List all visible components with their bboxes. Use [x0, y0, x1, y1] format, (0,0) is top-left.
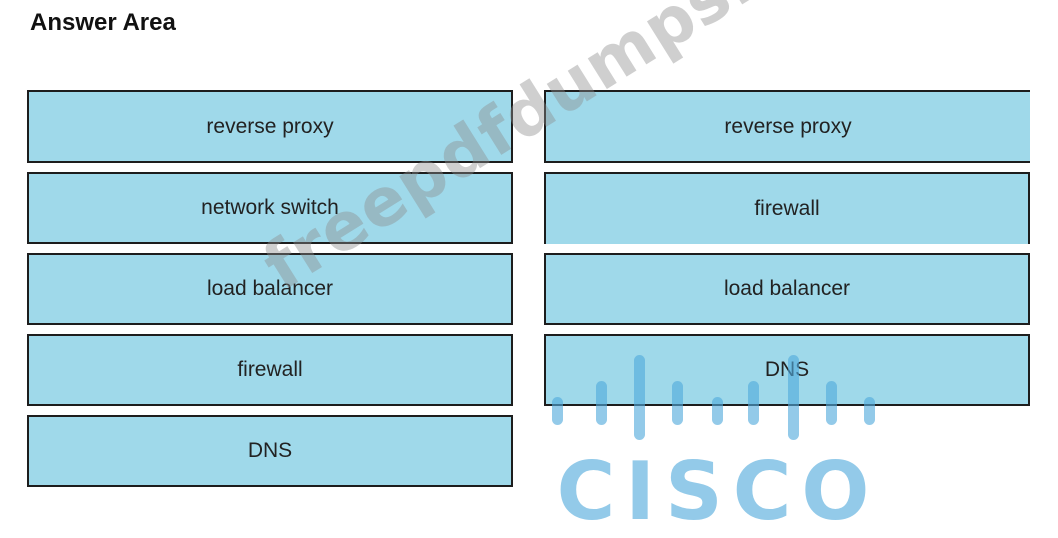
logo-wordmark: CISCO	[556, 445, 880, 538]
answer-label: DNS	[764, 358, 810, 381]
option-label: firewall	[237, 358, 303, 381]
answer-area-title: Answer Area	[30, 9, 176, 36]
option-label: reverse proxy	[206, 114, 334, 138]
option-load-balancer[interactable]: load balancer	[27, 253, 513, 325]
option-label: DNS	[247, 439, 293, 462]
answer-label: reverse proxy	[724, 114, 852, 138]
answer-slot-2[interactable]: firewall	[544, 172, 1030, 244]
answer-label: firewall	[754, 197, 820, 220]
answer-slot-3[interactable]: load balancer	[544, 253, 1030, 325]
option-label: load balancer	[206, 277, 334, 300]
answer-slot-1[interactable]: reverse proxy	[544, 90, 1030, 163]
answer-slot-4[interactable]: DNS	[544, 334, 1030, 406]
option-network-switch[interactable]: network switch	[27, 172, 513, 244]
option-firewall[interactable]: firewall	[27, 334, 513, 406]
option-reverse-proxy[interactable]: reverse proxy	[27, 90, 513, 163]
answer-label: load balancer	[723, 277, 851, 300]
option-label: network switch	[201, 196, 339, 219]
option-dns[interactable]: DNS	[27, 415, 513, 487]
